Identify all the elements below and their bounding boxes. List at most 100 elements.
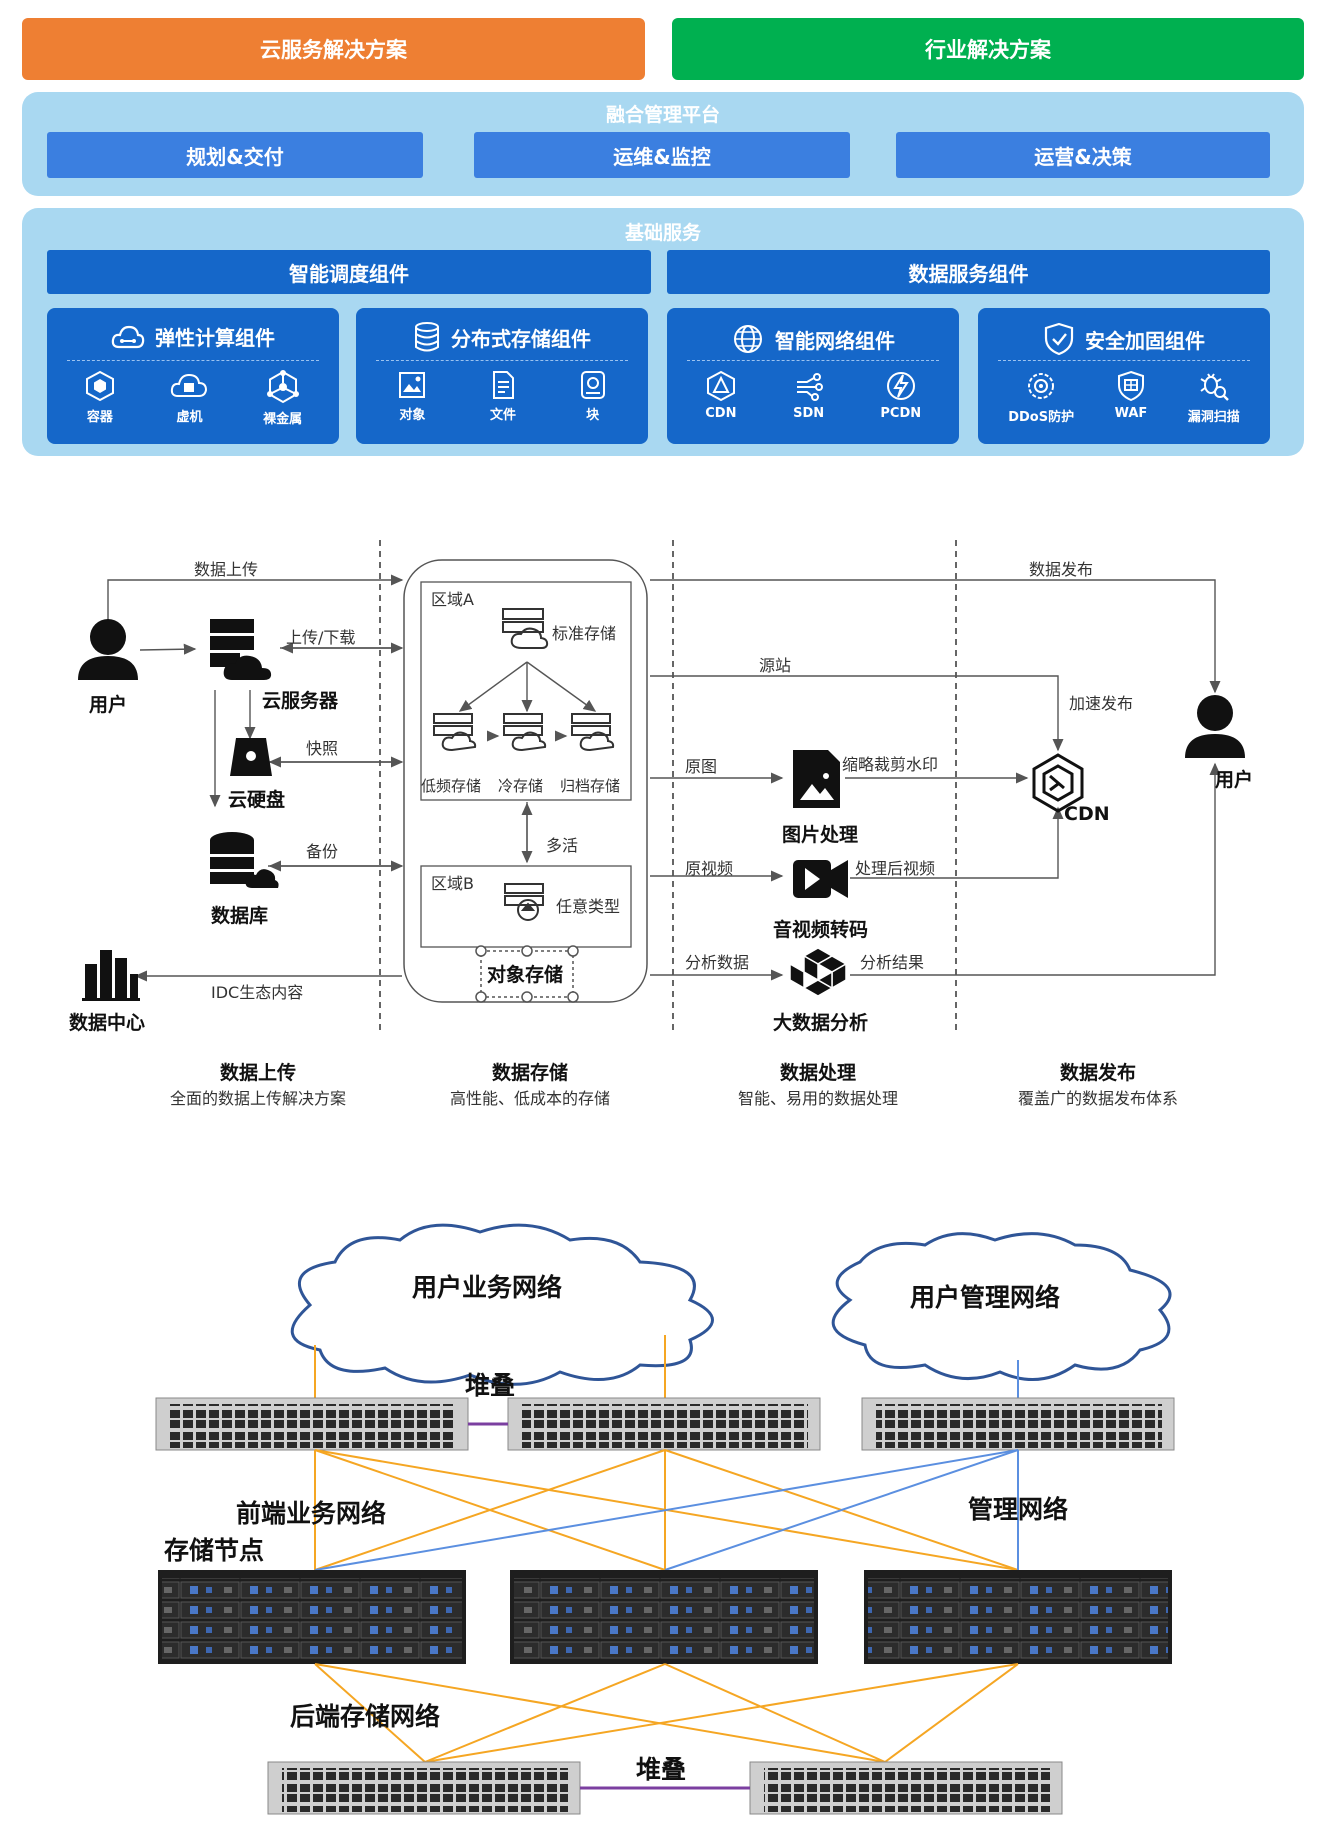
frontend-network-label: 前端业务网络 xyxy=(236,1499,387,1528)
standard-storage-icon xyxy=(502,608,549,649)
selection-handles xyxy=(475,945,579,1003)
column-storage-subtitle: 高性能、低成本的存储 xyxy=(449,1089,610,1108)
industry-solution-header[interactable]: 行业解决方案 xyxy=(672,18,1304,80)
edge-original-image: 原图 xyxy=(685,757,718,776)
vm-icon xyxy=(171,373,208,397)
edge-original-video: 原视频 xyxy=(685,859,734,878)
container-icon xyxy=(85,370,114,402)
security-card[interactable]: 安全加固组件 DDoS防护 WAF 漏洞扫描 xyxy=(978,308,1270,444)
management-network-label: 管理网络 xyxy=(968,1495,1069,1524)
scheduling-group-header[interactable]: 智能调度组件 xyxy=(47,250,651,294)
big-data-label: 大数据分析 xyxy=(773,1012,869,1034)
bottom-switch-1 xyxy=(267,1761,581,1815)
ddos-item[interactable]: DDoS防护 xyxy=(1008,370,1074,425)
tier-low-freq: 低频存储 xyxy=(421,777,482,795)
elastic-compute-card[interactable]: 弹性计算组件 容器 虚机 裸金属 xyxy=(47,308,339,444)
storage-nodes-label: 存储节点 xyxy=(164,1536,265,1565)
bottom-switch-2 xyxy=(749,1761,1063,1815)
file-item[interactable]: 文件 xyxy=(490,370,516,423)
edge-publish: 数据发布 xyxy=(1029,560,1094,579)
item-label: PCDN xyxy=(880,406,922,421)
waf-item[interactable]: WAF xyxy=(1115,370,1147,425)
vuln-scan-item[interactable]: 漏洞扫描 xyxy=(1188,370,1240,425)
card-title: 安全加固组件 xyxy=(1085,328,1205,353)
divider xyxy=(376,360,628,361)
column-upload-title: 数据上传 xyxy=(219,1062,296,1084)
edge-idc: IDC生态内容 xyxy=(211,983,304,1002)
edge-upload-data: 数据上传 xyxy=(194,560,259,579)
top-switch-2 xyxy=(507,1397,821,1451)
standard-storage-label: 标准存储 xyxy=(552,624,617,643)
container-item[interactable]: 容器 xyxy=(84,370,116,427)
item-label: DDoS防护 xyxy=(1008,410,1075,425)
item-label: 对象 xyxy=(399,408,426,423)
storage-node-2 xyxy=(510,1570,818,1664)
flow-diagram-canvas xyxy=(78,540,1245,1030)
block-icon xyxy=(580,371,605,399)
column-dividers xyxy=(379,540,957,1030)
item-label: SDN xyxy=(793,406,825,421)
region-a-box xyxy=(420,581,632,801)
management-links xyxy=(314,1449,1019,1571)
user-left-label: 用户 xyxy=(89,694,128,716)
ddos-icon xyxy=(1028,373,1055,399)
big-data-icon xyxy=(789,947,848,997)
edge-analysis-data: 分析数据 xyxy=(685,953,750,972)
image-icon xyxy=(399,372,426,398)
item-label: 文件 xyxy=(489,408,516,423)
archive-storage-icon xyxy=(571,713,615,752)
shield-check-icon xyxy=(1044,322,1074,356)
block-item[interactable]: 块 xyxy=(579,370,607,423)
data-service-group-header[interactable]: 数据服务组件 xyxy=(667,250,1270,294)
globe-icon xyxy=(734,325,762,353)
object-storage-label[interactable]: 对象存储 xyxy=(487,964,564,986)
datacenter-icon xyxy=(82,950,140,1001)
stack-top-label: 堆叠 xyxy=(465,1371,516,1400)
cdn-item[interactable]: CDN xyxy=(705,370,737,421)
cloud-disk-icon xyxy=(230,738,272,776)
storage-node-1 xyxy=(158,1570,466,1664)
edge-upload-download: 上传/下载 xyxy=(286,628,356,647)
backend-links xyxy=(314,1663,1019,1763)
object-item[interactable]: 对象 xyxy=(397,370,427,423)
column-processing-subtitle: 智能、易用的数据处理 xyxy=(737,1089,898,1108)
region-b-label: 区域B xyxy=(431,874,474,893)
pcdn-item[interactable]: PCDN xyxy=(880,370,921,421)
plan-delivery-button[interactable]: 规划&交付 xyxy=(47,132,423,178)
edge-thumb-watermark: 缩略裁剪水印 xyxy=(842,755,939,774)
video-transcode-icon xyxy=(793,860,848,898)
item-label: 漏洞扫描 xyxy=(1187,410,1240,425)
edge-snapshot: 快照 xyxy=(306,739,339,758)
vm-item[interactable]: 虚机 xyxy=(169,370,209,427)
bare-metal-item[interactable]: 裸金属 xyxy=(263,370,302,427)
ops-monitor-button[interactable]: 运维&监控 xyxy=(474,132,850,178)
flow-arrows xyxy=(107,574,1221,982)
sdn-item[interactable]: SDN xyxy=(793,370,825,421)
database-icon xyxy=(210,832,279,888)
item-label: 虚机 xyxy=(176,410,203,425)
management-platform-title: 融合管理平台 xyxy=(605,104,720,126)
distributed-storage-card[interactable]: 分布式存储组件 对象 文件 块 xyxy=(356,308,648,444)
cdn-hexagon-icon xyxy=(1032,753,1084,813)
cloud-solution-header[interactable]: 云服务解决方案 xyxy=(22,18,645,80)
smart-network-card[interactable]: 智能网络组件 CDN SDN PCDN xyxy=(667,308,959,444)
business-network-cloud xyxy=(290,1223,714,1386)
operate-decide-button[interactable]: 运营&决策 xyxy=(896,132,1270,178)
storage-node-3 xyxy=(864,1570,1172,1664)
network-topology-canvas xyxy=(155,1223,1175,1815)
av-transcode-label: 音视频转码 xyxy=(773,919,869,941)
stack-bottom-label: 堆叠 xyxy=(636,1755,687,1784)
base-services-title: 基础服务 xyxy=(624,222,701,244)
edge-accel-publish: 加速发布 xyxy=(1069,694,1134,713)
top-switch-1 xyxy=(155,1397,469,1451)
card-title: 智能网络组件 xyxy=(775,328,895,353)
management-network-cloud xyxy=(831,1232,1172,1382)
region-a-label: 区域A xyxy=(431,590,474,609)
cloud-server-label: 云服务器 xyxy=(262,690,339,712)
cold-storage-icon xyxy=(503,713,547,752)
divider xyxy=(687,360,939,361)
user-right-label: 用户 xyxy=(1215,769,1254,791)
datacenter-label: 数据中心 xyxy=(69,1012,146,1034)
sdn-icon xyxy=(796,373,823,401)
tier-cold: 冷存储 xyxy=(498,777,544,795)
